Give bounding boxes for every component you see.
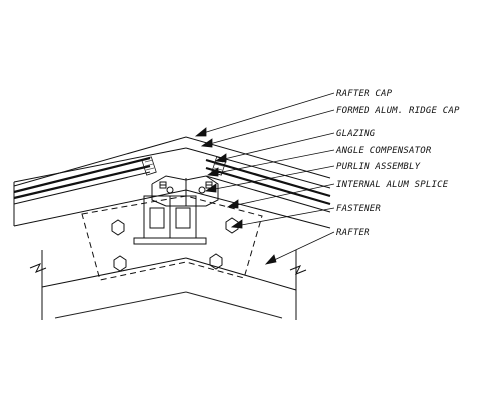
callout-purlin-assembly: PURLIN ASSEMBLY xyxy=(336,162,421,172)
splice-channel-inner-left xyxy=(149,207,165,229)
angle-compensator-left xyxy=(141,156,157,176)
leader-lines xyxy=(194,92,335,265)
break-symbols xyxy=(29,263,307,275)
purlin-fastener-left xyxy=(159,181,167,189)
formed-alum-ridge-cap-shape xyxy=(13,136,331,187)
glazing-panel-right-top xyxy=(205,158,331,198)
glazing-panel-right-bottom xyxy=(205,166,331,206)
rafter xyxy=(13,147,331,320)
leader-glazing xyxy=(219,132,335,161)
glazing-panel-top xyxy=(13,156,151,194)
arrow-internal-alum-splice xyxy=(226,199,239,209)
splice-channel-inner-right xyxy=(175,207,191,229)
purlin-bolt-right xyxy=(198,186,206,194)
rafter-left-web-lower xyxy=(54,291,187,319)
fastener-hex-upper-left xyxy=(111,219,125,236)
rafter-left-top-edge xyxy=(13,147,187,183)
leader-purlin-assembly xyxy=(209,165,335,191)
fasteners xyxy=(111,217,239,272)
compensator-hatch-2 xyxy=(144,163,154,167)
break-symbol-left xyxy=(29,263,47,273)
compensator-hatch-5 xyxy=(214,163,224,167)
fastener-hex-upper-right xyxy=(225,217,239,234)
internal-alum-splice-shape xyxy=(81,195,263,281)
arrow-rafter xyxy=(264,254,277,265)
rafter-cap-strip-right xyxy=(205,175,331,213)
arrow-rafter-cap xyxy=(194,127,207,137)
purlin-bolt-left xyxy=(166,186,174,194)
glazing-panel-bottom xyxy=(13,164,151,200)
callout-angle-compensator: ANGLE COMPENSATOR xyxy=(335,146,432,156)
fastener-hex-lower-right xyxy=(209,253,223,270)
arrow-purlin-assembly xyxy=(204,183,217,193)
rafter-right-bottom-edge xyxy=(185,257,297,291)
arrow-formed-alum-ridge-cap xyxy=(200,138,213,148)
rafter-right-inner-edge xyxy=(185,189,331,229)
callout-rafter-cap: RAFTER CAP xyxy=(336,89,393,99)
leader-formed-alum-ridge-cap xyxy=(205,109,335,146)
rafter-left-bottom-edge xyxy=(41,257,187,288)
leader-angle-compensator xyxy=(211,149,335,175)
leader-internal-alum-splice xyxy=(231,183,335,207)
leader-rafter-cap xyxy=(199,92,335,135)
callout-fastener: FASTENER xyxy=(336,204,381,214)
callout-glazing: GLAZING xyxy=(336,129,376,139)
fastener-hex-lower-left xyxy=(113,255,127,272)
arrow-glazing xyxy=(214,153,227,163)
leader-rafter xyxy=(269,231,335,263)
arrow-fastener xyxy=(230,219,243,229)
glazing-layers xyxy=(13,136,331,213)
callout-formed-alum-ridge-cap: FORMED ALUM. RIDGE CAP xyxy=(336,106,460,116)
leader-fastener xyxy=(235,207,335,227)
callout-internal-alum-splice: INTERNAL ALUM SPLICE xyxy=(336,180,449,190)
arrow-angle-compensator xyxy=(206,167,219,177)
rafter-cap-strip-left xyxy=(13,171,151,205)
purlin-assembly-shape xyxy=(151,175,219,207)
compensator-hatch-3 xyxy=(145,167,155,171)
purlin-fastener-right xyxy=(205,181,213,189)
rafter-right-top-edge xyxy=(185,147,331,189)
compensator-hatch-1 xyxy=(144,159,154,163)
callout-rafter: RAFTER xyxy=(336,228,370,238)
rafter-right-web-lower xyxy=(185,291,283,319)
splice-base-flange xyxy=(133,237,207,245)
purlin-outline xyxy=(151,175,219,207)
break-symbol-right xyxy=(289,265,307,275)
callout-labels: RAFTER CAP FORMED ALUM. RIDGE CAP GLAZIN… xyxy=(335,89,460,238)
